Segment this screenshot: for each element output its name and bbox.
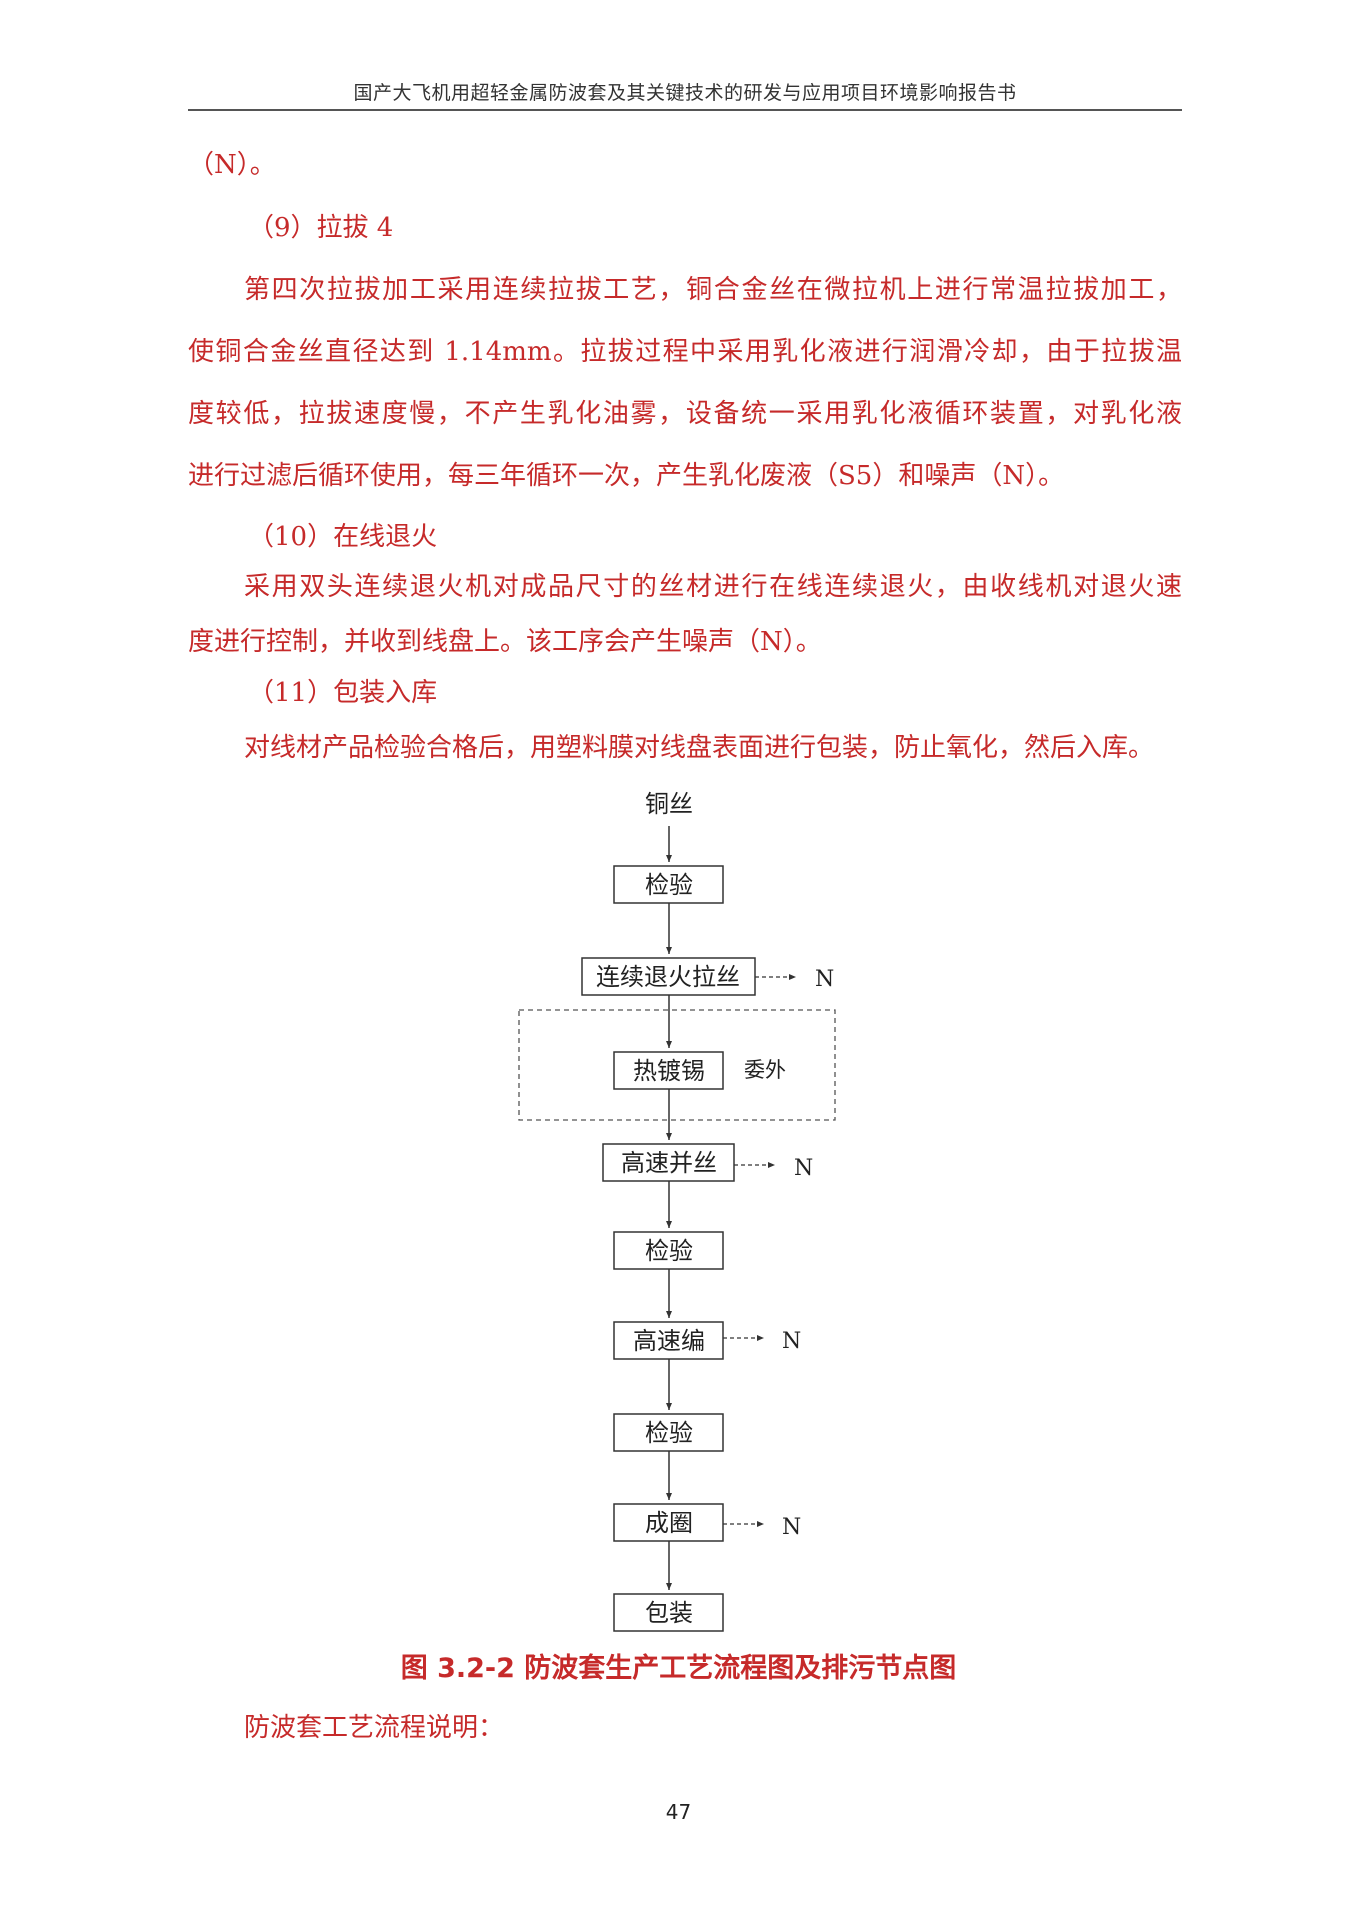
process-description-heading: 防波套工艺流程说明： <box>244 1713 505 1743</box>
para-9-line-1: 第四次拉拔加工采用连续拉拔工艺，铜合金丝在微拉机上进行常温拉拔加工， <box>244 275 1182 305</box>
flow-step-label: 热镀锡 <box>633 1057 705 1085</box>
flow-step-label: 检验 <box>645 1237 693 1265</box>
noise-label: N <box>782 1515 801 1540</box>
flow-step-inspect-1: 检验 <box>613 865 724 904</box>
flow-step-high-speed-braid: 高速编 <box>613 1321 724 1360</box>
outsourced-label: 委外 <box>744 1058 786 1082</box>
noise-label: N <box>815 967 834 992</box>
flow-step-label: 检验 <box>645 871 693 899</box>
flow-step-inspect-3: 检验 <box>613 1413 724 1452</box>
flow-input-label: 铜丝 <box>645 790 693 818</box>
para-9-line-2: 使铜合金丝直径达到 1.14mm。拉拔过程中采用乳化液进行润滑冷却，由于拉拔温 <box>188 337 1182 367</box>
outsourced-dashed-boundary <box>518 1009 836 1121</box>
flow-step-label: 高速并丝 <box>621 1149 717 1177</box>
heading-10: （10）在线退火 <box>248 522 438 552</box>
flow-step-label: 成圈 <box>645 1509 693 1537</box>
para-9-line-4: 进行过滤后循环使用，每三年循环一次，产生乳化废液（S5）和噪声（N）。 <box>188 461 1065 491</box>
noise-label: N <box>794 1156 813 1181</box>
flow-step-label: 检验 <box>645 1419 693 1447</box>
heading-9: （9）拉拔 4 <box>248 213 394 243</box>
flow-step-label: 包装 <box>645 1599 693 1627</box>
flow-step-high-speed-strand: 高速并丝 <box>602 1143 735 1182</box>
heading-11: （11）包装入库 <box>248 678 438 708</box>
flow-step-coil: 成圈 <box>613 1503 724 1542</box>
document-header-title: 国产大飞机用超轻金属防波套及其关键技术的研发与应用项目环境影响报告书 <box>353 82 1017 104</box>
para-11-line-1: 对线材产品检验合格后，用塑料膜对线盘表面进行包装，防止氧化，然后入库。 <box>244 733 1155 763</box>
para-9-line-3: 度较低，拉拔速度慢，不产生乳化油雾，设备统一采用乳化液循环装置，对乳化液 <box>188 399 1182 429</box>
page-number: 47 <box>665 1800 692 1824</box>
flow-step-anneal-draw: 连续退火拉丝 <box>581 957 756 996</box>
para-10-line-2: 度进行控制，并收到线盘上。该工序会产生噪声（N）。 <box>188 627 822 657</box>
header-rule <box>188 109 1182 111</box>
flow-step-package: 包装 <box>613 1593 724 1632</box>
flow-step-label: 连续退火拉丝 <box>596 963 740 991</box>
noise-label: N <box>782 1329 801 1354</box>
para-10-line-1: 采用双头连续退火机对成品尺寸的丝材进行在线连续退火，由收线机对退火速 <box>244 572 1182 602</box>
text-line-n: （N）。 <box>188 150 276 180</box>
flow-step-label: 高速编 <box>633 1327 705 1355</box>
flow-step-inspect-2: 检验 <box>613 1231 724 1270</box>
flow-step-hot-tin: 热镀锡 <box>613 1051 724 1090</box>
figure-caption: 图 3.2-2 防波套生产工艺流程图及排污节点图 <box>400 1653 957 1684</box>
